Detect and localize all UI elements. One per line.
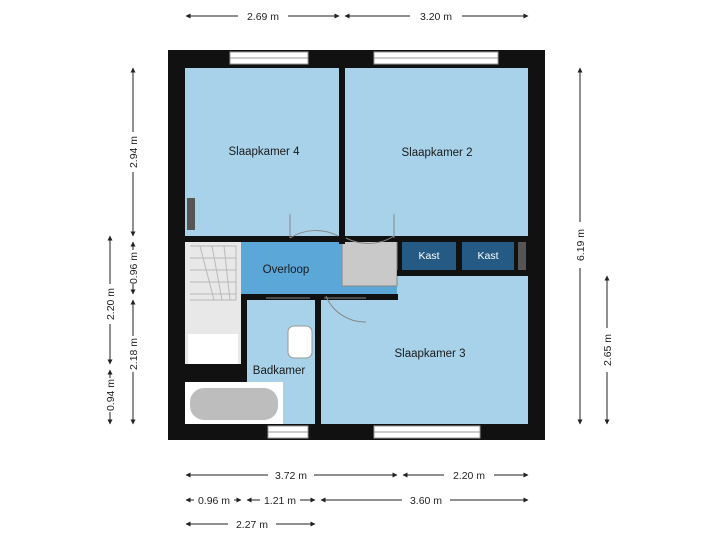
dim-top-right: 3.20 m: [420, 11, 452, 23]
dim-left-096: 0.96 m: [128, 252, 140, 284]
stair-landing: [188, 334, 238, 364]
dim-left-220: 2.20 m: [105, 288, 117, 320]
label-badkamer: Badkamer: [253, 365, 306, 377]
room-slaapkamer-2: [345, 68, 528, 236]
room-slaapkamer-3: [321, 276, 528, 424]
label-kast-1: Kast: [418, 250, 439, 262]
dim-left-094: 0.94 m: [105, 379, 117, 411]
doors: [266, 214, 395, 323]
dim-left-294: 2.94 m: [128, 136, 140, 168]
radiator-right: [518, 242, 526, 270]
dim-left-218: 2.18 m: [128, 338, 140, 370]
dim-bottom-372: 3.72 m: [275, 470, 307, 482]
dim-right-265: 2.65 m: [602, 334, 614, 366]
hall-storage: [341, 240, 398, 287]
interior-walls: [185, 68, 528, 424]
dimension-lines: [107, 13, 610, 527]
dim-top-left: 2.69 m: [247, 11, 279, 23]
closet-kast-2: [462, 240, 514, 270]
windows: [229, 51, 499, 439]
dim-bottom-220: 2.20 m: [453, 470, 485, 482]
dim-bottom-227: 2.27 m: [236, 519, 268, 531]
radiator-left: [187, 198, 195, 230]
label-slaapkamer-4: Slaapkamer 4: [229, 146, 301, 158]
dim-bottom-096: 0.96 m: [198, 495, 230, 507]
bath-tub: [190, 388, 278, 420]
room-slaapkamer-4: [185, 68, 339, 236]
dim-bottom-121: 1.21 m: [264, 495, 296, 507]
dim-bottom-360: 3.60 m: [410, 495, 442, 507]
toilet: [287, 325, 313, 359]
label-slaapkamer-3: Slaapkamer 3: [395, 348, 466, 360]
label-overloop: Overloop: [263, 264, 310, 276]
dim-right-619: 6.19 m: [575, 229, 587, 261]
stair-lines: [190, 245, 237, 301]
label-kast-2: Kast: [477, 250, 498, 262]
label-slaapkamer-2: Slaapkamer 2: [402, 147, 473, 159]
closet-kast-1: [402, 240, 456, 270]
